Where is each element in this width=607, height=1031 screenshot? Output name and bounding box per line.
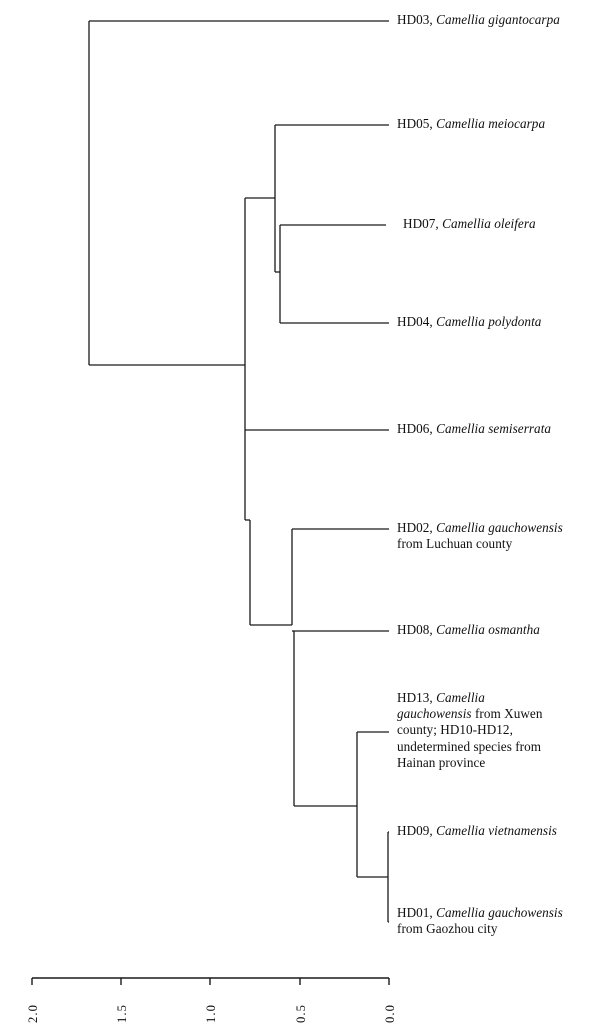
tip-label-hd13: HD13, Camellia gauchowensis from Xuwen c… xyxy=(397,690,542,771)
tip-label-hd03: HD03, Camellia gigantocarpa xyxy=(397,12,560,27)
tip-label-hd08: HD08, Camellia osmantha xyxy=(397,622,540,637)
axis-tick-label-2-0: 2.0 xyxy=(26,1003,40,1023)
axis-line-group xyxy=(31,977,390,985)
tip-label-line: HD01, Camellia gauchowensis xyxy=(397,905,563,920)
tip-label-line: from Gaozhou city xyxy=(397,921,498,937)
tip-label-line: county; HD10-HD12, xyxy=(397,722,513,738)
axis-tick-label-1-5: 1.5 xyxy=(115,1003,129,1023)
axis-tick-label-1-0: 1.0 xyxy=(204,1003,218,1023)
tip-label-line: HD13, Camellia xyxy=(397,690,485,705)
tip-label-hd09: HD09, Camellia vietnamensis xyxy=(397,823,557,838)
tip-label-hd07: HD07, Camellia oleifera xyxy=(403,216,536,231)
tip-label-line: undetermined species from xyxy=(397,738,542,754)
axis-tick-label-0-0: 0.0 xyxy=(383,1003,397,1023)
tip-label-hd01: HD01, Camellia gauchowensis from Gaozhou… xyxy=(397,905,563,937)
tip-label-hd04: HD04, Camellia polydonta xyxy=(397,314,542,329)
tip-label-line: Hainan province xyxy=(397,754,486,770)
tip-label-line: gauchowensis from Xuwen xyxy=(397,706,543,722)
tree-branches xyxy=(88,20,389,923)
tip-label-hd02: HD02, Camellia gauchowensis from Luchuan… xyxy=(397,520,563,552)
tip-label-hd06: HD06, Camellia semiserrata xyxy=(397,421,552,436)
tip-label-line: HD02, Camellia gauchowensis xyxy=(397,520,563,535)
axis-tick-label-0-5: 0.5 xyxy=(294,1003,308,1023)
tip-label-hd05: HD05, Camellia meiocarpa xyxy=(397,116,546,131)
tip-label-line: from Luchuan county xyxy=(397,536,513,552)
